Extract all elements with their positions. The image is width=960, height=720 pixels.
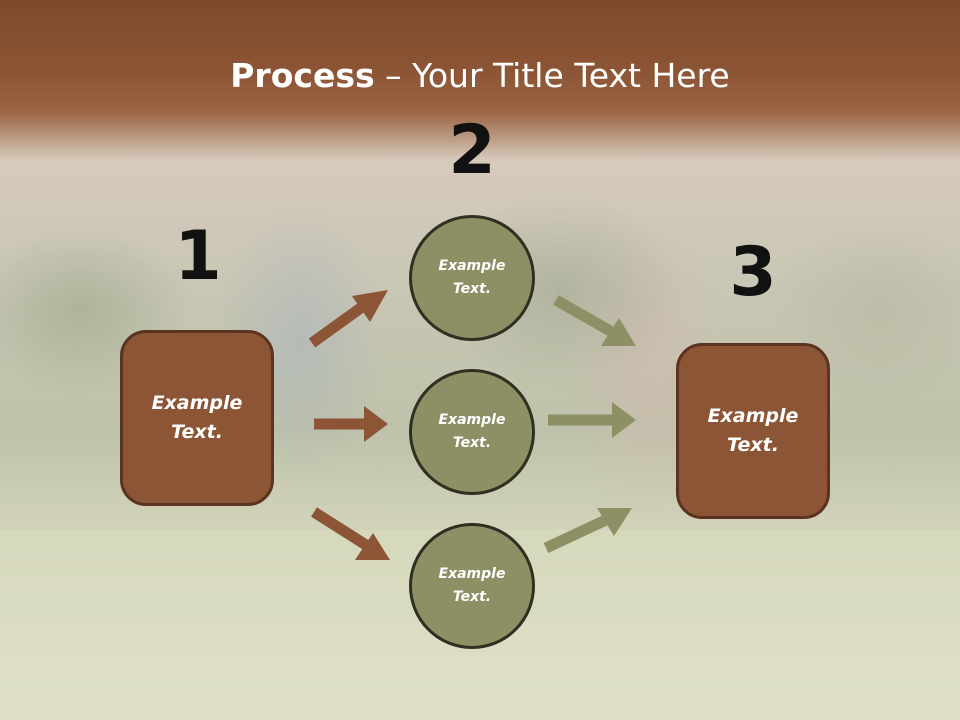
circle-2-line1: Example [438, 412, 506, 428]
step-number-1: 1 [174, 217, 222, 296]
arrow-from-circle-1 [553, 295, 636, 346]
circle-1-text: Example Text. [439, 255, 506, 301]
step-3-box[interactable]: Example Text. [676, 343, 830, 519]
title-band [0, 0, 960, 160]
step-3-box-text: Example Text. [708, 402, 799, 460]
circle-3-text: Example Text. [439, 563, 506, 609]
circle-2-line2: Text. [452, 435, 492, 451]
step-number-3: 3 [729, 233, 777, 312]
circle-1-line2: Text. [452, 281, 492, 297]
step-3-box-line2: Text. [727, 434, 779, 456]
step-1-box-text: Example Text. [152, 389, 243, 447]
arrow-to-circle-1 [308, 290, 388, 348]
step-2-circle-2[interactable]: Example Text. [409, 369, 535, 495]
circle-1-line1: Example [438, 258, 506, 274]
arrow-from-circle-2 [548, 402, 636, 438]
arrow-to-circle-3 [311, 507, 390, 560]
step-1-box[interactable]: Example Text. [120, 330, 274, 506]
slide-title: Process – Your Title Text Here [0, 56, 960, 96]
arrow-from-circle-3 [543, 508, 632, 553]
slide-title-rest: – Your Title Text Here [374, 56, 730, 95]
step-number-2: 2 [448, 111, 496, 190]
slide-title-bold: Process [230, 56, 375, 95]
step-1-box-line2: Text. [171, 421, 223, 443]
circle-3-line2: Text. [452, 589, 492, 605]
step-2-circle-1[interactable]: Example Text. [409, 215, 535, 341]
arrow-to-circle-2 [314, 406, 388, 442]
step-1-box-line1: Example [151, 392, 243, 414]
step-3-box-line1: Example [707, 405, 799, 427]
step-2-circle-3[interactable]: Example Text. [409, 523, 535, 649]
circle-3-line1: Example [438, 566, 506, 582]
circle-2-text: Example Text. [439, 409, 506, 455]
